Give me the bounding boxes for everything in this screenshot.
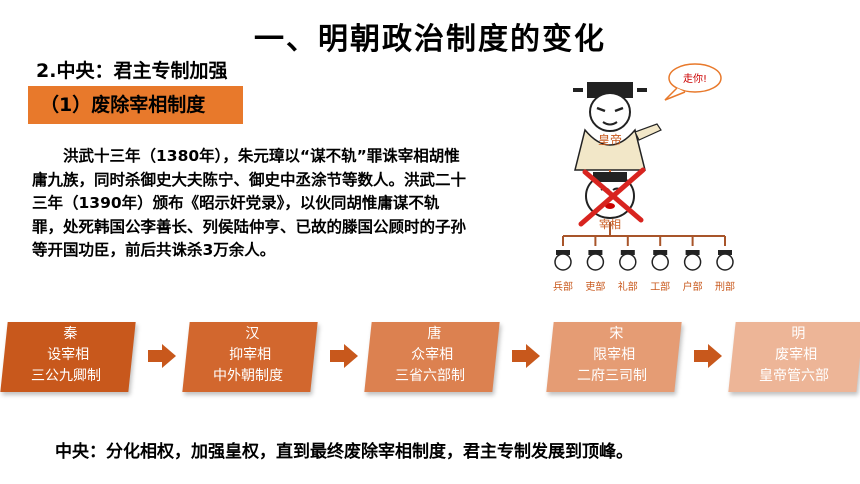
speech-text: 走你! <box>683 72 707 85</box>
ministry-item: 礼部 <box>618 236 638 293</box>
ministry-item: 刑部 <box>715 236 735 293</box>
chancellor-figure: 宰相 <box>578 167 646 231</box>
dynasty-name: 明 <box>791 326 806 342</box>
flow-arrow <box>694 344 722 368</box>
history-paragraph: 洪武十三年（1380年），朱元璋以“谋不轨”罪诛宰相胡惟庸九族，同时杀御史大夫陈… <box>32 147 467 259</box>
dynasty-line1: 众宰相 <box>411 347 454 363</box>
dynasty-box: 唐众宰相三省六部制 <box>364 322 500 392</box>
dynasty-box: 明废宰相皇帝管六部 <box>728 322 860 392</box>
dynasty-name: 宋 <box>609 326 624 342</box>
ministry-label: 吏部 <box>585 280 605 293</box>
dynasty-line2: 三省六部制 <box>394 368 465 384</box>
dynasty-line2: 中外朝制度 <box>212 368 283 384</box>
dynasty-line2: 二府三司制 <box>576 368 647 384</box>
flow-arrow <box>148 344 176 368</box>
conclusion-text: 中央：分化相权，加强皇权，直到最终废除宰相制度，君主专制发展到顶峰。 <box>55 442 633 462</box>
ministry-item: 工部 <box>650 236 670 293</box>
page-title: 一、明朝政治制度的变化 <box>254 22 606 57</box>
ministry-label: 工部 <box>650 280 670 293</box>
dynasty-flow: 秦设宰相三公九卿制汉抑宰相中外朝制度唐众宰相三省六部制宋限宰相二府三司制明废宰相… <box>0 318 860 398</box>
flow-arrow <box>512 344 540 368</box>
ministry-item: 兵部 <box>553 236 573 293</box>
ministries-tree: 兵部吏部礼部工部户部刑部 <box>553 222 735 293</box>
ministry-label: 兵部 <box>553 280 573 293</box>
dynasty-name: 汉 <box>245 326 260 342</box>
emperor-label: 皇帝 <box>598 132 622 147</box>
dynasty-line1: 设宰相 <box>47 347 90 363</box>
dynasty-line2: 皇帝管六部 <box>758 368 829 384</box>
ministry-item: 吏部 <box>585 236 605 293</box>
ministry-item: 户部 <box>683 236 703 293</box>
flow-arrow <box>330 344 358 368</box>
dynasty-box: 汉抑宰相中外朝制度 <box>182 322 318 392</box>
dynasty-name: 秦 <box>63 326 78 342</box>
emperor-figure: 皇帝 <box>573 82 662 171</box>
section-badge: （1）废除宰相制度 <box>28 86 243 124</box>
dynasty-line1: 限宰相 <box>593 347 636 363</box>
dynasty-box: 宋限宰相二府三司制 <box>546 322 682 392</box>
dynasty-name: 唐 <box>427 326 442 342</box>
dynasty-line1: 抑宰相 <box>229 347 272 363</box>
dynasty-line1: 废宰相 <box>775 347 818 363</box>
dynasty-line2: 三公九卿制 <box>30 368 101 384</box>
speech-bubble: 走你! <box>664 63 722 101</box>
ministry-label: 礼部 <box>618 280 638 293</box>
dynasty-box: 秦设宰相三公九卿制 <box>0 322 136 392</box>
subtitle: 2.中央：君主专制加强 <box>36 60 228 82</box>
ministry-label: 刑部 <box>715 280 735 293</box>
ministry-label: 户部 <box>683 280 703 293</box>
